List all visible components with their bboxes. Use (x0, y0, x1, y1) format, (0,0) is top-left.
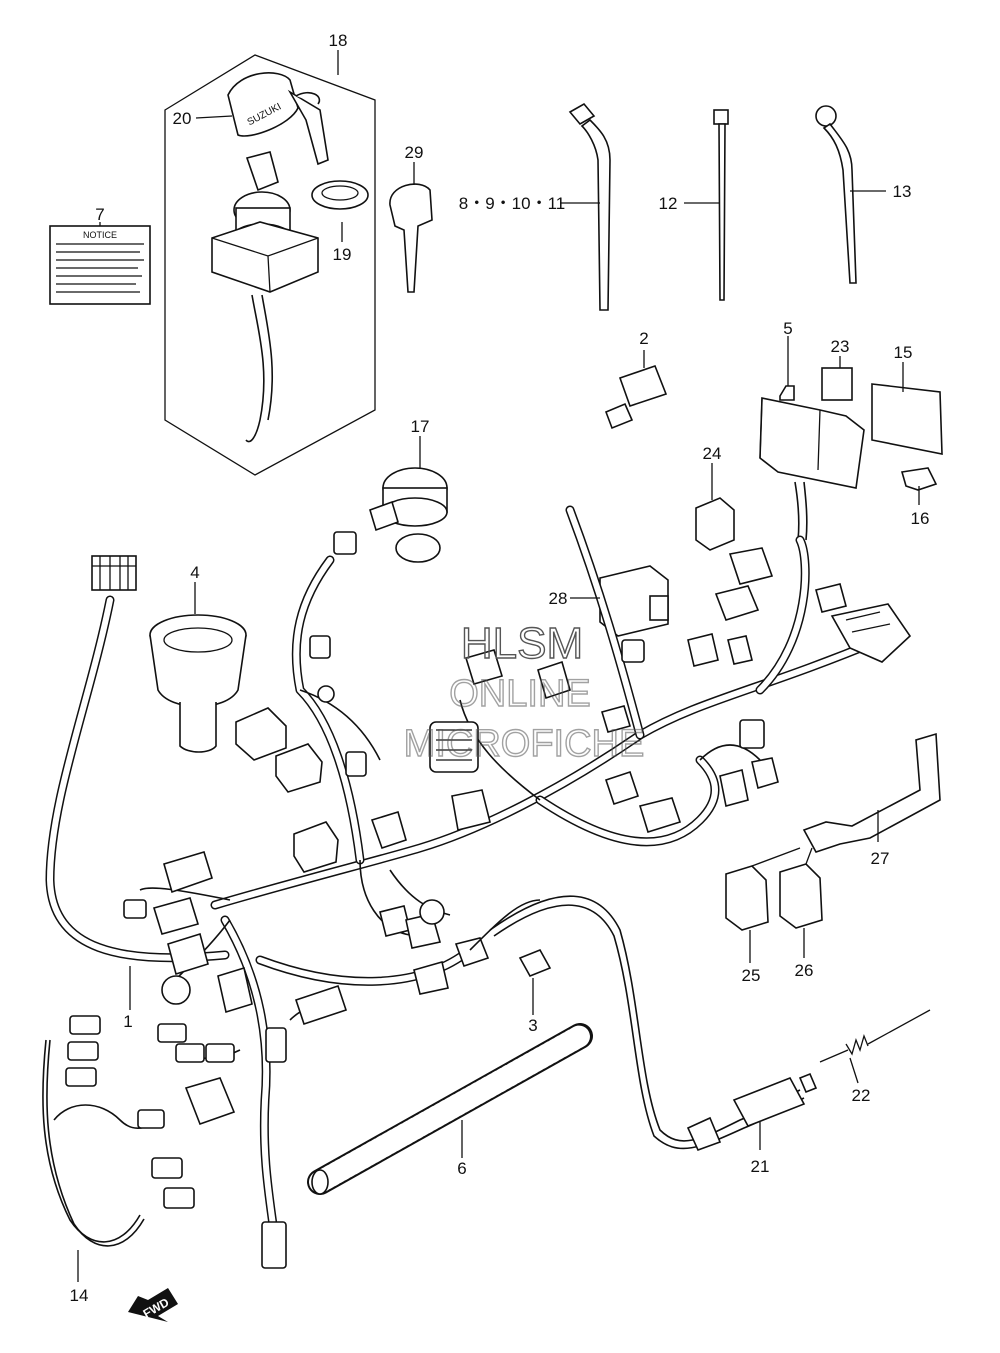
callout-26: 26 (795, 961, 814, 980)
relay-28 (599, 565, 669, 637)
callout-7: 7 (95, 205, 104, 224)
callout-15: 15 (894, 343, 913, 362)
callout-1: 1 (123, 1012, 132, 1031)
leader-lines (77, 50, 920, 1282)
callout-25: 25 (742, 966, 761, 985)
callout-3: 3 (528, 1016, 537, 1035)
grommet (149, 614, 247, 753)
callout-18: 18 (329, 31, 348, 50)
callout-23: 23 (831, 337, 850, 356)
watermark: HLSM ONLINE MICROFICHE (403, 618, 645, 765)
watermark-line-3: MICROFICHE (404, 723, 645, 765)
callout-19: 19 (333, 245, 352, 264)
callout-28: 28 (549, 589, 568, 608)
forward-direction-arrow: FWD (128, 1288, 178, 1322)
corrugated-tube (307, 1023, 593, 1195)
callout-2: 2 (639, 329, 648, 348)
clamp-3 (518, 948, 552, 978)
fuse-box-assembly (759, 367, 943, 541)
callout-27: 27 (871, 849, 890, 868)
sensor-lead (489, 895, 818, 1152)
connector-covers (725, 732, 941, 931)
spare-key (389, 183, 433, 293)
sub-harness (42, 1015, 195, 1247)
callout-labels: 1 2 3 4 5 6 7 8・9・10・11 12 13 14 15 16 1… (70, 31, 930, 1305)
watermark-line-1: HLSM (461, 619, 583, 668)
callout-13: 13 (893, 182, 912, 201)
callout-29: 29 (405, 143, 424, 162)
callout-24: 24 (703, 444, 722, 463)
notice-label-text: NOTICE (83, 230, 117, 240)
ignition-switch-kit: SUZUKI (164, 54, 376, 476)
callout-16: 16 (911, 509, 930, 528)
spring-clip (819, 1009, 931, 1063)
callout-22: 22 (852, 1086, 871, 1105)
callout-6: 6 (457, 1159, 466, 1178)
main-wiring-harness (45, 505, 912, 1269)
callout-20: 20 (173, 109, 192, 128)
callout-8-9-10-11: 8・9・10・11 (459, 194, 565, 213)
watermark-line-2: ONLINE (449, 673, 590, 715)
connector-24 (695, 497, 735, 551)
callout-14: 14 (70, 1286, 89, 1305)
callout-17: 17 (411, 417, 430, 436)
callout-4: 4 (190, 563, 199, 582)
callout-12: 12 (659, 194, 678, 213)
notice-label: NOTICE (49, 225, 151, 305)
callout-21: 21 (751, 1157, 770, 1176)
callout-5: 5 (783, 319, 792, 338)
accessory-socket (369, 467, 448, 563)
cable-tie-group (568, 102, 857, 311)
rubber-cap-connector (604, 364, 668, 430)
